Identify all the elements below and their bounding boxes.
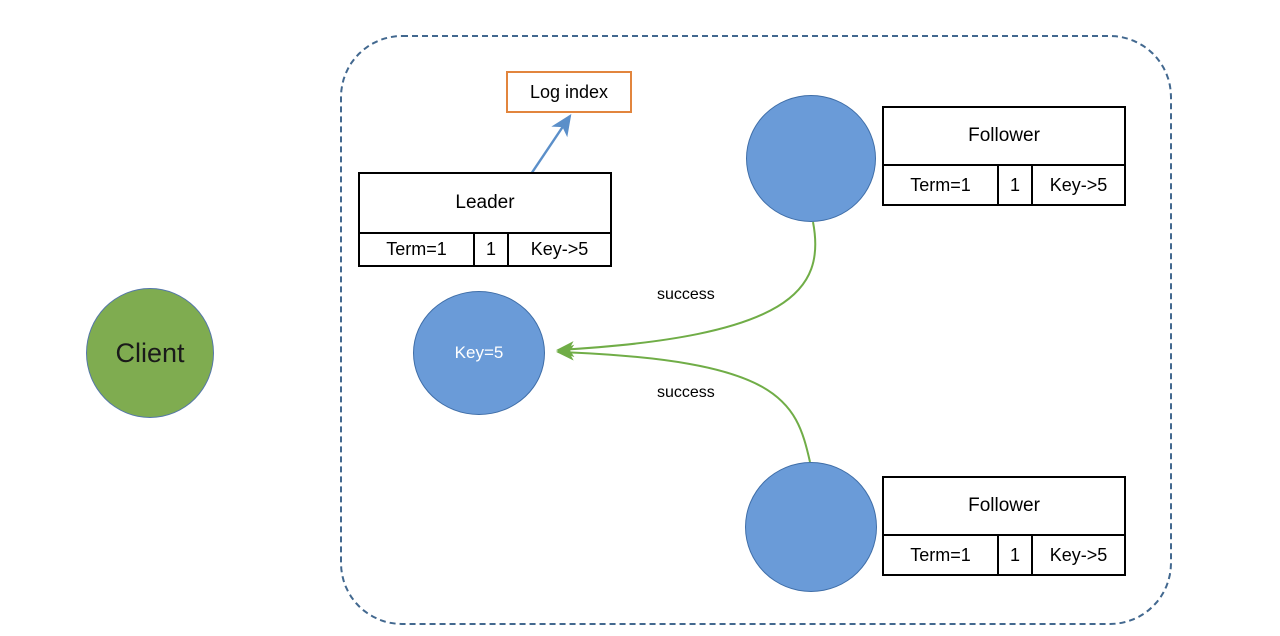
leader-table: Leader Term=1 1 Key->5 [358, 172, 612, 267]
follower-bottom-log-index-cell: 1 [999, 536, 1033, 574]
leader-log-index-cell: 1 [475, 234, 509, 265]
client-label: Client [115, 337, 185, 368]
follower-top-node[interactable] [746, 95, 876, 222]
leader-node[interactable]: Key=5 [413, 291, 545, 415]
log-index-callout-label: Log index [529, 81, 609, 102]
follower-top-table-row: Term=1 1 Key->5 [884, 166, 1124, 204]
follower-top-table-title: Follower [884, 108, 1124, 166]
edge-success-top [556, 221, 817, 358]
follower-bottom-table-row: Term=1 1 Key->5 [884, 536, 1124, 574]
edge-label-success-bottom: success [657, 384, 715, 401]
follower-bottom-entry-cell: Key->5 [1049, 544, 1108, 565]
leader-table-row: Term=1 1 Key->5 [360, 234, 610, 265]
edge-success-bottom [556, 344, 811, 463]
follower-bottom-node[interactable] [745, 462, 877, 592]
follower-top-log-index-cell: 1 [999, 166, 1033, 204]
follower-bottom-table: Follower Term=1 1 Key->5 [882, 476, 1126, 576]
follower-top-entry-cell: Key->5 [1049, 174, 1108, 195]
leader-table-title: Leader [360, 174, 610, 234]
leader-term-cell: Term=1 [360, 234, 475, 265]
leader-entry-cell: Key->5 [530, 239, 589, 259]
edge-label-success-top: success [657, 286, 715, 303]
cluster-boundary [340, 35, 1172, 625]
follower-bottom-table-title: Follower [884, 478, 1124, 536]
leader-node-label: Key=5 [454, 343, 504, 362]
follower-top-table: Follower Term=1 1 Key->5 [882, 106, 1126, 206]
client-node[interactable]: Client [86, 288, 214, 418]
follower-top-term-cell: Term=1 [884, 166, 999, 204]
follower-bottom-term-cell: Term=1 [884, 536, 999, 574]
log-index-callout[interactable]: Log index [506, 71, 632, 113]
